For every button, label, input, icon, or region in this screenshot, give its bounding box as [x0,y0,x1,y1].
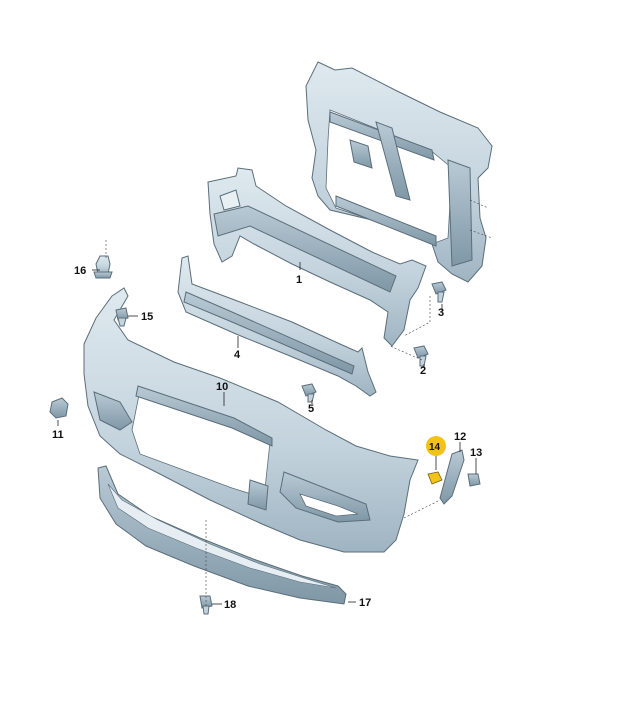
callout-1[interactable]: 1 [296,274,302,286]
callout-3[interactable]: 3 [438,307,444,319]
clip-14-part [427,471,443,485]
screw-15-part [115,307,129,327]
callout-18[interactable]: 18 [224,599,236,611]
bracket-11-part [49,397,69,419]
screw-18-part [199,595,213,615]
callout-5[interactable]: 5 [308,403,314,415]
bumper-carrier-part [207,167,427,347]
callout-4[interactable]: 4 [234,349,241,361]
callout-2[interactable]: 2 [420,365,426,377]
bumper-cover-part [83,287,419,553]
guide-bar-part [177,255,377,397]
callout-12[interactable]: 12 [454,431,466,443]
callout-10[interactable]: 10 [216,381,228,393]
callout-16[interactable]: 16 [74,265,86,277]
callout-15[interactable]: 15 [141,311,153,323]
bolt-5-part [301,383,317,403]
leader-lines [57,262,477,605]
callout-14-highlight [426,436,446,456]
screw-13-part [467,473,481,487]
expanding-rivet-part [93,255,113,279]
bolt-3-part [431,281,447,303]
callout-17[interactable]: 17 [359,597,371,609]
callout-11[interactable]: 11 [52,429,64,441]
callout-13[interactable]: 13 [470,447,482,459]
alignment-guides [105,238,441,606]
callout-14[interactable]: 14 [429,442,441,453]
spoiler-part [97,465,347,605]
bolt-2-part [413,345,429,367]
guide-12-part [439,449,465,505]
lock-carrier-part [305,61,493,283]
